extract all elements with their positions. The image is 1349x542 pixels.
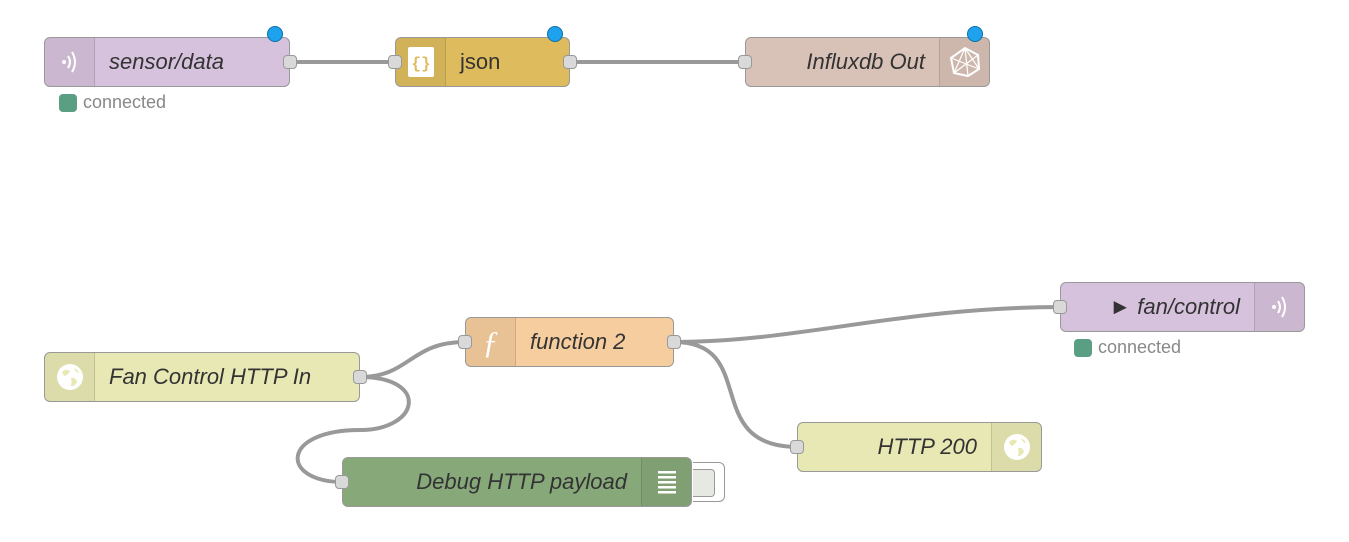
output-port[interactable] <box>563 55 577 69</box>
list-icon <box>641 458 691 506</box>
influxdb-out-node[interactable]: Influxdb Out <box>738 26 990 87</box>
node-label: sensor/data <box>109 49 224 74</box>
input-port[interactable] <box>458 335 472 349</box>
node-label: Fan Control HTTP In <box>109 364 312 389</box>
node-label: Influxdb Out <box>806 49 925 74</box>
debug-toggle-indicator <box>693 469 715 497</box>
node-label: ► fan/control <box>1109 294 1240 319</box>
input-port[interactable] <box>1053 300 1067 314</box>
globe-icon <box>991 423 1041 471</box>
wire <box>673 340 799 449</box>
input-port[interactable] <box>388 55 402 69</box>
status-text: connected <box>1098 337 1182 357</box>
wireless-icon <box>1254 283 1304 331</box>
input-port[interactable] <box>335 475 349 489</box>
influxdb-icon <box>939 38 989 86</box>
globe-icon <box>45 353 95 401</box>
changed-indicator <box>967 26 983 42</box>
output-port[interactable] <box>283 55 297 69</box>
svg-text:{}: {} <box>411 55 430 73</box>
status-text: connected <box>83 92 167 112</box>
debug-toggle-button[interactable] <box>693 462 725 502</box>
json-node[interactable]: {} json <box>388 26 577 87</box>
node-label: Debug HTTP payload <box>416 469 627 494</box>
wire <box>673 305 1064 344</box>
node-label: function 2 <box>530 329 626 354</box>
node-label: json <box>460 49 501 74</box>
wire <box>359 340 466 379</box>
http-in-node[interactable]: Fan Control HTTP In <box>44 352 367 402</box>
function-icon: ƒ <box>466 318 516 366</box>
changed-indicator <box>267 26 283 42</box>
node-status: connected <box>1074 337 1181 358</box>
mqtt-in-node[interactable]: sensor/data <box>44 26 297 87</box>
node-status: connected <box>59 92 166 113</box>
input-port[interactable] <box>790 440 804 454</box>
changed-indicator <box>547 26 563 42</box>
node-label: HTTP 200 <box>877 434 977 459</box>
mqtt-out-node[interactable]: ► fan/control <box>1053 282 1305 332</box>
input-port[interactable] <box>738 55 752 69</box>
wire <box>295 375 411 484</box>
output-port[interactable] <box>353 370 367 384</box>
status-dot-icon <box>1074 338 1092 357</box>
debug-node[interactable]: Debug HTTP payload <box>335 457 725 507</box>
wireless-icon <box>45 38 95 86</box>
function-glyph: ƒ <box>482 323 499 360</box>
status-dot-icon <box>59 93 77 112</box>
braces-icon: {} <box>396 38 446 86</box>
output-port[interactable] <box>667 335 681 349</box>
function-node[interactable]: ƒ function 2 <box>458 317 681 367</box>
http-response-node[interactable]: HTTP 200 <box>790 422 1042 472</box>
